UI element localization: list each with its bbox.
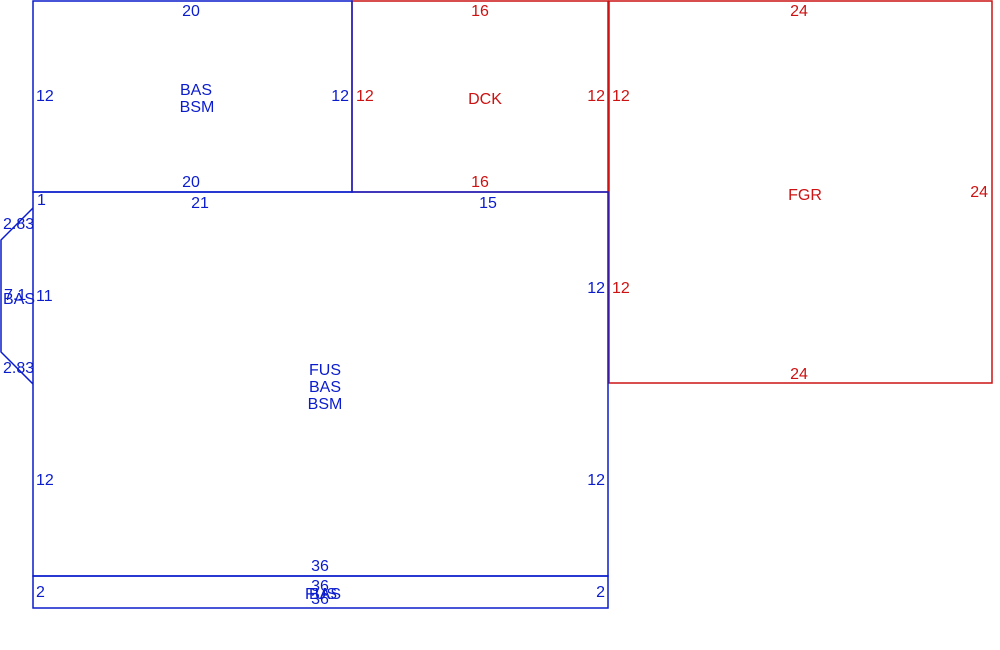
main-fus-label-3: BSM (308, 396, 343, 413)
fgr-dim-top: 24 (790, 3, 808, 20)
upper-bas-dim-left: 12 (36, 88, 54, 105)
fgr-dim-left-upper: 12 (612, 88, 630, 105)
bottom-strip-outline (32, 575, 609, 609)
fgr-dim-right: 24 (970, 184, 988, 201)
dck-label: DCK (468, 91, 502, 108)
main-fus-label-1: FUS (309, 362, 341, 379)
main-fus-dim-right-lower: 12 (587, 472, 605, 489)
upper-bas-dim-top: 20 (182, 3, 200, 20)
fgr-label: FGR (788, 187, 822, 204)
dck-dim-right: 12 (587, 88, 605, 105)
strip-dim-left: 2 (36, 584, 45, 601)
bay-dim-upper: 2.83 (3, 216, 34, 233)
bay-dim-lower: 2.83 (3, 360, 34, 377)
strip-label-1: BAS (309, 586, 341, 603)
upper-bas-dim-right: 12 (331, 88, 349, 105)
strip-dim-bottom: 36 (311, 591, 329, 608)
dck-dim-left: 12 (356, 88, 374, 105)
main-fus-dim-right-upper: 12 (587, 280, 605, 297)
upper-bas-label-1: BAS (180, 82, 212, 99)
bay-window-outline (0, 207, 34, 385)
main-fus-dim-top-left: 21 (191, 195, 209, 212)
bay-label: BAS (3, 291, 35, 308)
bay-dim-depth: 11 (36, 288, 53, 305)
main-fus-dim-bottom: 36 (311, 558, 329, 575)
strip-label-2: FUS (305, 586, 337, 603)
bay-dim-front: 7.1 (4, 287, 26, 304)
fgr-area-outline (608, 0, 993, 384)
main-fus-dim-corner: 1 (37, 192, 46, 209)
fgr-dim-bottom: 24 (790, 366, 808, 383)
fgr-dim-left-lower: 12 (612, 280, 630, 297)
upper-bas-label-2: BSM (180, 99, 215, 116)
strip-dim-right: 2 (596, 584, 605, 601)
dck-dim-bottom: 16 (471, 174, 489, 191)
main-fus-dim-left-lower: 12 (36, 472, 54, 489)
upper-bas-dim-bottom: 20 (182, 174, 200, 191)
dck-dim-top: 16 (471, 3, 489, 20)
main-fus-label-2: BAS (309, 379, 341, 396)
strip-dim-top: 36 (311, 578, 329, 595)
main-fus-dim-top-right: 15 (479, 195, 497, 212)
